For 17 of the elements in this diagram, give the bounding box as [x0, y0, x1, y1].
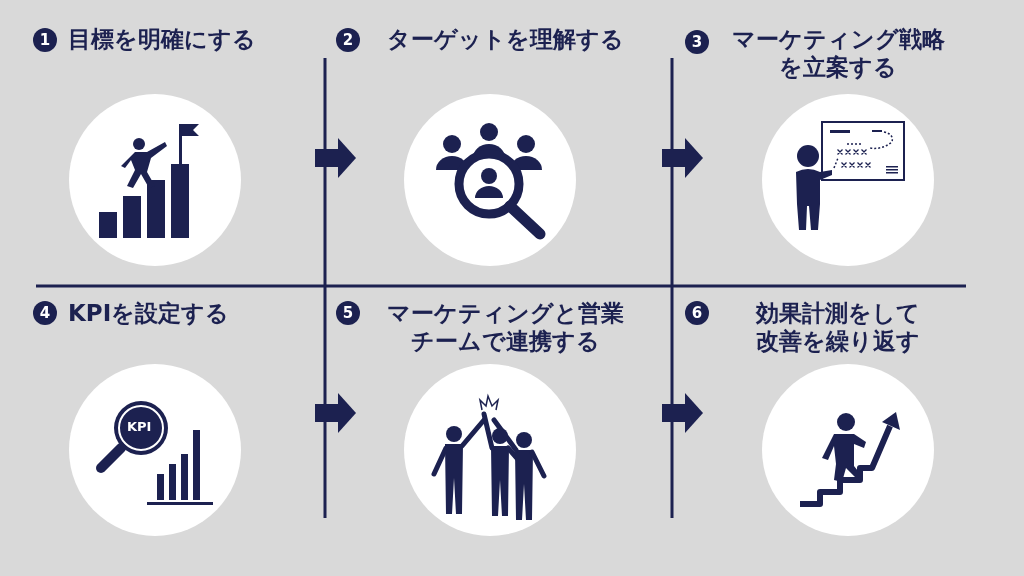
step-number-badge: 3: [685, 30, 709, 54]
arrow: [662, 393, 703, 433]
step-title: マーケティング戦略を立案する: [730, 25, 946, 81]
step-title: ターゲットを理解する: [385, 25, 625, 53]
step-number-badge: 5: [336, 301, 360, 325]
step-number-badge: 1: [33, 28, 57, 52]
kpi-label: KPI: [127, 419, 152, 434]
step-number-badge: 6: [685, 301, 709, 325]
step-title: マーケティングと営業チームで連携する: [385, 299, 625, 355]
step-title: 目標を明確にする: [68, 25, 256, 53]
step-title: 効果計測をして改善を繰り返す: [754, 299, 921, 355]
arrow: [315, 393, 356, 433]
step-title: KPIを設定する: [68, 299, 230, 327]
step-number-badge: 4: [33, 301, 57, 325]
step-number-badge: 2: [336, 28, 360, 52]
arrow: [662, 138, 703, 178]
arrow: [315, 138, 356, 178]
